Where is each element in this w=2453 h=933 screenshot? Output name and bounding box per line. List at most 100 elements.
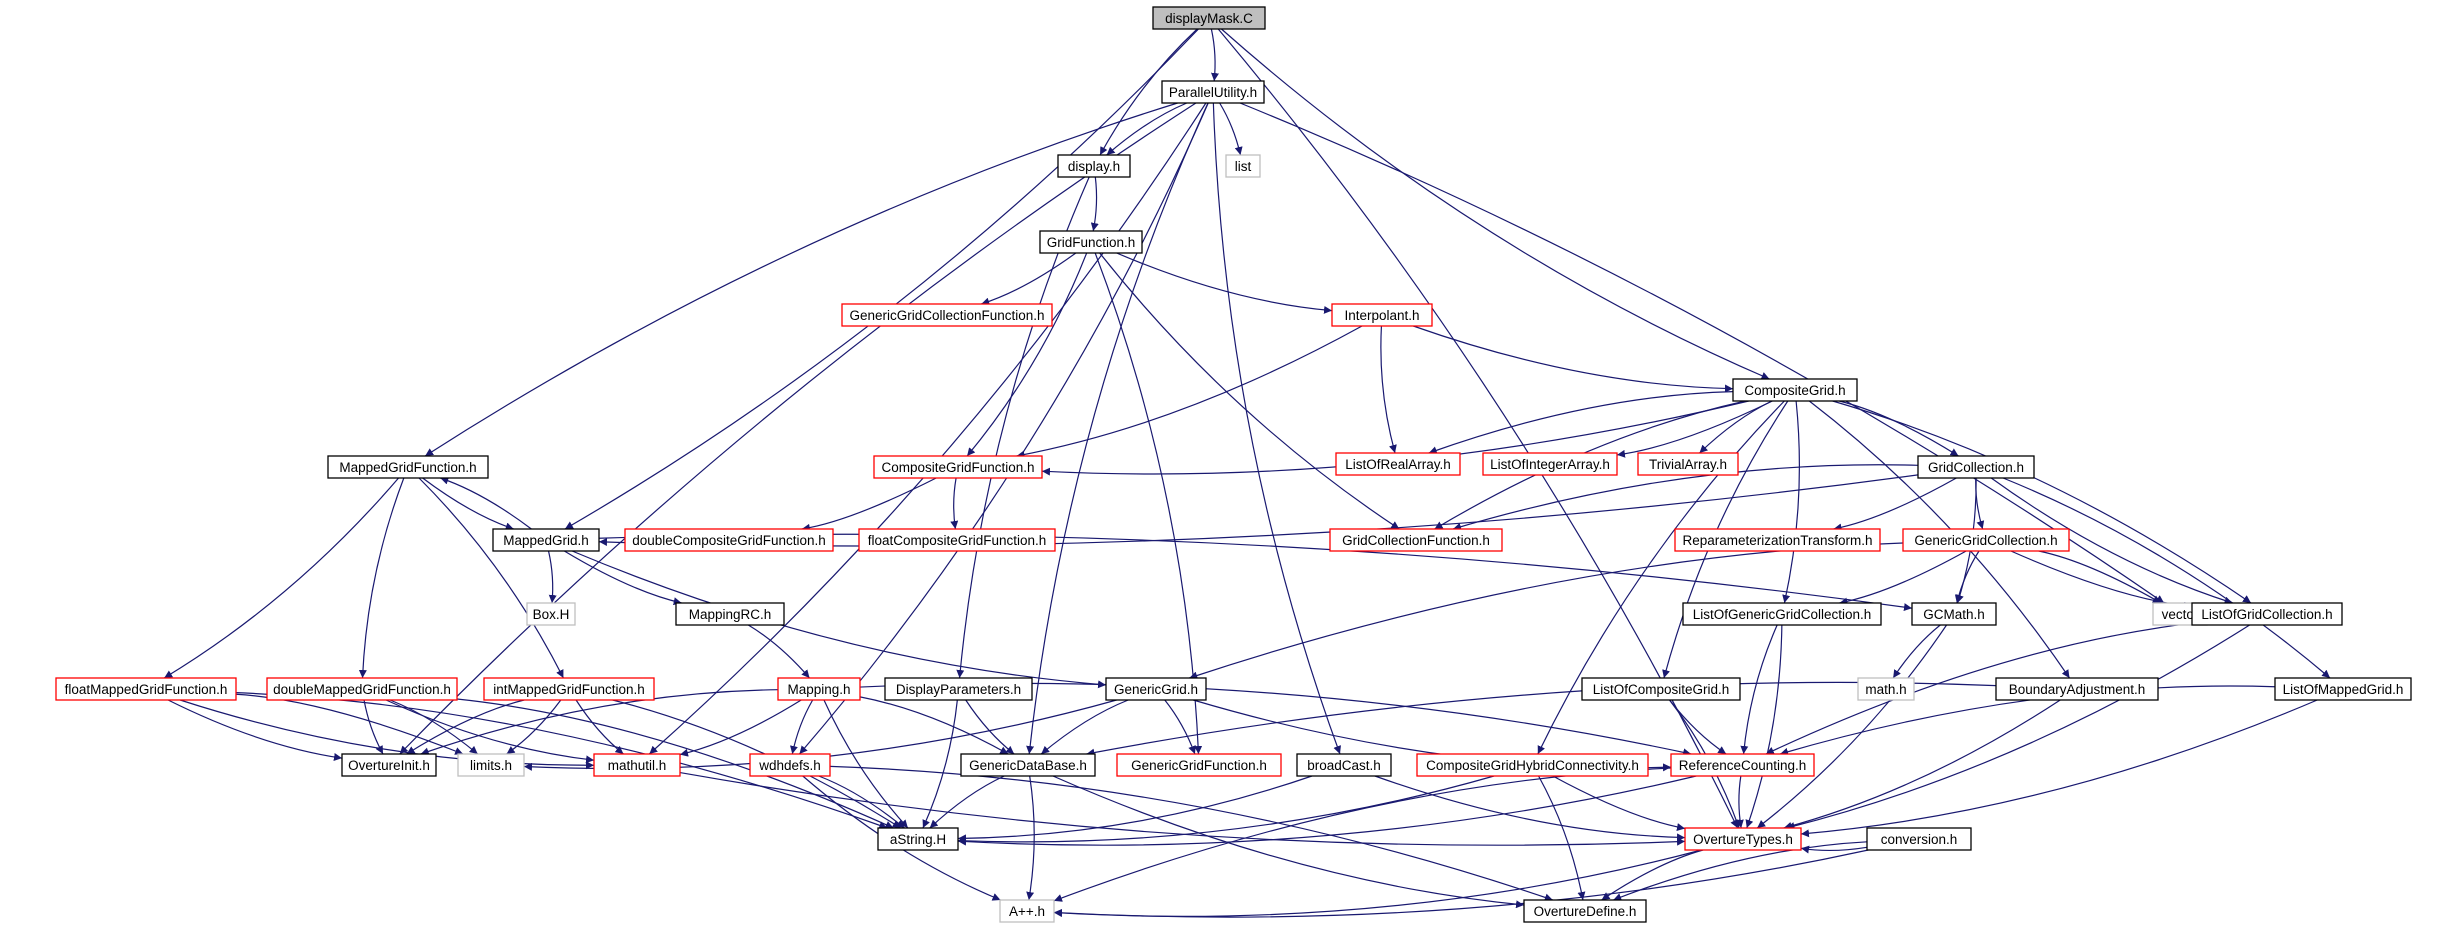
edge-GenericDataBase-to-aString [929, 775, 1005, 829]
edge-displayMask-to-display [1099, 28, 1198, 156]
node-GridCollectionFunction[interactable]: GridCollectionFunction.h [1329, 528, 1503, 552]
node-label: floatMappedGridFunction.h [65, 682, 228, 697]
node-box [1995, 677, 2159, 701]
node-GenericDataBase[interactable]: GenericDataBase.h [960, 753, 1096, 777]
edge-floatMappedGridFunction-to-OvertureInit [167, 699, 343, 761]
node-ListOfCompositeGrid[interactable]: ListOfCompositeGrid.h [1581, 677, 1741, 701]
node-MappedGrid[interactable]: MappedGrid.h [492, 528, 600, 552]
node-mathutil[interactable]: mathutil.h [593, 753, 681, 777]
edge-ParallelUtility-to-display [1106, 102, 1188, 156]
node-Mapping[interactable]: Mapping.h [777, 677, 861, 701]
edge-ParallelUtility-to-list [1219, 102, 1243, 156]
node-label: ListOfIntegerArray.h [1490, 457, 1610, 472]
node-TrivialArray[interactable]: TrivialArray.h [1637, 452, 1739, 476]
node-GCMath[interactable]: GCMath.h [1911, 602, 1997, 626]
node-OvertureInit[interactable]: OvertureInit.h [341, 753, 437, 777]
node-DisplayParameters[interactable]: DisplayParameters.h [884, 677, 1033, 701]
edge-Interpolant-to-CompositeGridFunction [1016, 325, 1363, 459]
edge-ListOfGridCollection-to-OvertureTypes [1786, 624, 2250, 830]
node-displayMask[interactable]: displayMask.C [1152, 6, 1266, 30]
node-ReparameterizationTransform[interactable]: ReparameterizationTransform.h [1674, 528, 1881, 552]
edge-CompositeGridHybridConnectivity-to-OvertureTypes [1552, 775, 1686, 831]
node-ListOfGenericGridCollection[interactable]: ListOfGenericGridCollection.h [1682, 602, 1882, 626]
node-label: MappedGridFunction.h [339, 460, 476, 475]
edge-GridCollection-to-ListOfMappedGrid [2002, 477, 2331, 679]
node-conversion[interactable]: conversion.h [1866, 827, 1972, 851]
node-ListOfIntegerArray[interactable]: ListOfIntegerArray.h [1482, 452, 1618, 476]
node-label: TrivialArray.h [1649, 457, 1727, 472]
node-label: doubleMappedGridFunction.h [273, 682, 451, 697]
node-box [749, 753, 831, 777]
node-CompositeGridFunction[interactable]: CompositeGridFunction.h [873, 455, 1043, 479]
node-GridFunction[interactable]: GridFunction.h [1039, 230, 1143, 254]
edge-Mapping-to-wdhdefs [790, 699, 814, 755]
node-CompositeGridHybridConnectivity[interactable]: CompositeGridHybridConnectivity.h [1416, 753, 1649, 777]
node-GenericGrid[interactable]: GenericGrid.h [1105, 677, 1207, 701]
edge-GridCollection-to-GenericGridCollection [1975, 477, 1985, 530]
node-doubleMappedGridFunction[interactable]: doubleMappedGridFunction.h [266, 677, 458, 701]
edge-GenericGridCollection-to-ListOfGenericGridCollection [1839, 550, 1967, 606]
node-label: ReferenceCounting.h [1679, 758, 1807, 773]
node-label: OvertureTypes.h [1693, 832, 1793, 847]
node-label: displayMask.C [1165, 11, 1253, 26]
node-box [1152, 6, 1266, 30]
node-GenericGridCollectionFunction[interactable]: GenericGridCollectionFunction.h [841, 303, 1053, 327]
node-label: GenericGridFunction.h [1131, 758, 1267, 773]
node-list: list [1225, 154, 1261, 178]
edge-broadCast-to-OvertureTypes [1374, 775, 1686, 842]
edge-intMappedGridFunction-to-OvertureInit [406, 699, 525, 755]
node-box [675, 602, 785, 626]
node-ParallelUtility[interactable]: ParallelUtility.h [1161, 80, 1265, 104]
node-MappingRC[interactable]: MappingRC.h [675, 602, 785, 626]
edge-DisplayParameters-to-aString [922, 699, 958, 829]
node-OvertureDefine[interactable]: OvertureDefine.h [1523, 899, 1647, 923]
edge-CompositeGrid-to-TrivialArray [1699, 400, 1773, 454]
node-ListOfMappedGrid[interactable]: ListOfMappedGrid.h [2274, 677, 2412, 701]
node-aString[interactable]: aString.H [877, 827, 959, 851]
edge-CompositeGrid-to-ListOfRealArray [1428, 390, 1734, 455]
edge-ListOfGridCollection-to-ReferenceCounting [1765, 622, 2193, 755]
node-intMappedGridFunction[interactable]: intMappedGridFunction.h [483, 677, 655, 701]
node-box [341, 753, 437, 777]
node-ListOfRealArray[interactable]: ListOfRealArray.h [1335, 452, 1461, 476]
node-floatCompositeGridFunction[interactable]: floatCompositeGridFunction.h [858, 528, 1056, 552]
node-GridCollection[interactable]: GridCollection.h [1917, 455, 2035, 479]
edge-ParallelUtility-to-GenericDataBase [1026, 102, 1209, 755]
node-wdhdefs[interactable]: wdhdefs.h [749, 753, 831, 777]
node-OvertureTypes[interactable]: OvertureTypes.h [1684, 827, 1802, 851]
node-box [1296, 753, 1392, 777]
node-label: GenericGrid.h [1114, 682, 1198, 697]
node-ListOfGridCollection[interactable]: ListOfGridCollection.h [2191, 602, 2343, 626]
node-GenericGridCollection[interactable]: GenericGridCollection.h [1902, 528, 2070, 552]
node-Interpolant[interactable]: Interpolant.h [1331, 303, 1433, 327]
node-broadCast[interactable]: broadCast.h [1296, 753, 1392, 777]
node-box [873, 455, 1043, 479]
edge-GridCollection-to-ReparameterizationTransform [1833, 477, 1957, 532]
node-ReferenceCounting[interactable]: ReferenceCounting.h [1670, 753, 1815, 777]
node-doubleCompositeGridFunction[interactable]: doubleCompositeGridFunction.h [624, 528, 834, 552]
node-box [1523, 899, 1647, 923]
edge-ListOfMappedGrid-to-OvertureTypes [1800, 699, 2318, 838]
edge-BoundaryAdjustment-to-OvertureTypes [1783, 699, 2061, 830]
node-box [1670, 753, 1815, 777]
edge-CompositeGrid-to-GridCollectionFunction [1434, 400, 1746, 530]
edge-CompositeGrid-to-ListOfGenericGridCollection [1782, 400, 1800, 604]
node-floatMappedGridFunction[interactable]: floatMappedGridFunction.h [55, 677, 237, 701]
node-box [266, 677, 458, 701]
edge-ParallelUtility-to-vector [1239, 102, 2165, 604]
node-display[interactable]: display.h [1057, 154, 1131, 178]
node-label: ParallelUtility.h [1169, 85, 1257, 100]
edge-MappedGridFunction-to-MappedGrid [422, 477, 514, 531]
edge-MappingRC-to-Mapping [747, 624, 810, 679]
edge-GridCollection-to-ListOfGridCollection [1990, 477, 2233, 605]
node-box [1416, 753, 1649, 777]
node-MappedGridFunction[interactable]: MappedGridFunction.h [327, 455, 489, 479]
node-box [960, 753, 1096, 777]
edge-floatMappedGridFunction-to-mathutil [179, 699, 595, 770]
node-CompositeGrid[interactable]: CompositeGrid.h [1732, 378, 1858, 402]
node-box [55, 677, 237, 701]
node-layer: displayMask.C ParallelUtility.h display.h l… [55, 6, 2412, 923]
node-box [1329, 528, 1503, 552]
node-GenericGridFunction[interactable]: GenericGridFunction.h [1116, 753, 1282, 777]
node-BoundaryAdjustment[interactable]: BoundaryAdjustment.h [1995, 677, 2159, 701]
